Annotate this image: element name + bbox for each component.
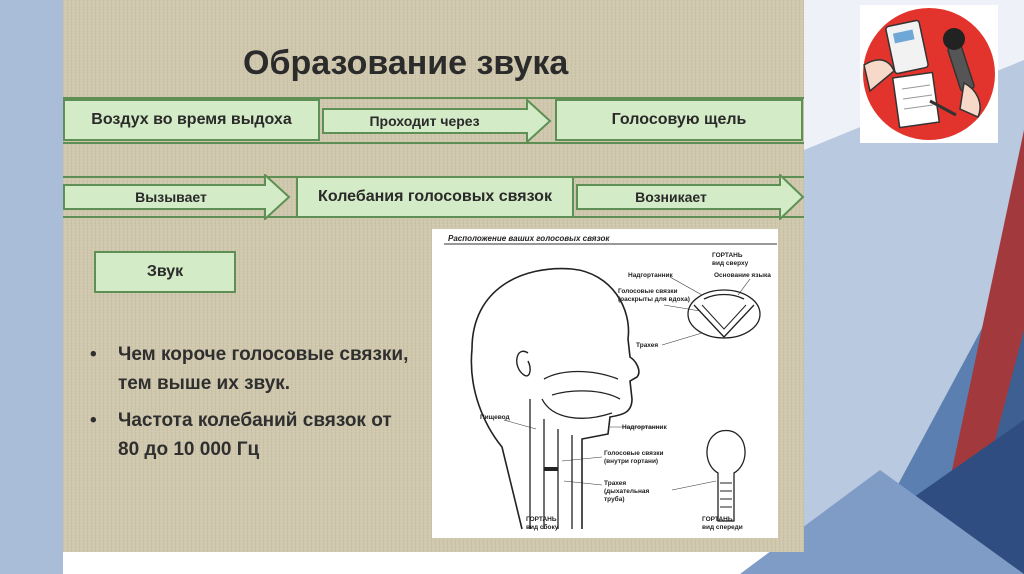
bullet-item-cord-length: • Чем короче голосовые связки, тем выше … xyxy=(88,340,418,398)
causes-label: Вызывает xyxy=(135,189,207,205)
bullet-marker: • xyxy=(90,410,97,431)
label-trachea-tube: Трахея xyxy=(604,480,626,487)
bullet-text: Чем короче голосовые связки, тем выше их… xyxy=(118,344,409,394)
bullet-item-frequency: • Частота колебаний связок от 80 до 10 0… xyxy=(88,406,418,464)
label-trachea-top: Трахея xyxy=(636,342,658,349)
svg-text:вид сверху: вид сверху xyxy=(712,260,749,267)
air-exhale-box: Воздух во время выдоха xyxy=(63,99,320,141)
bullet-text: Частота колебаний связок от 80 до 10 000… xyxy=(118,410,392,460)
vocal-cords-diagram: Расположение ваших голосовых связок xyxy=(432,229,778,538)
causes-arrow xyxy=(63,174,291,220)
svg-text:(дыхательная: (дыхательная xyxy=(604,488,650,495)
arises-arrow xyxy=(576,174,805,220)
journalist-notebook-microphone-icon xyxy=(863,8,995,140)
svg-text:(раскрыты для вдоха): (раскрыты для вдоха) xyxy=(618,296,690,303)
vocal-cord-vibration-box: Колебания голосовых связок xyxy=(296,176,574,218)
svg-text:труба): труба) xyxy=(604,495,624,503)
passes-through-arrow xyxy=(322,99,552,143)
glottis-box: Голосовую щель xyxy=(555,99,803,141)
passes-through-label: Проходит через xyxy=(369,113,480,129)
top-band-line xyxy=(63,97,804,99)
label-larynx-top: ГОРТАНЬ xyxy=(712,252,743,259)
svg-text:вид сбоку: вид сбоку xyxy=(526,523,559,531)
svg-text:вид спереди: вид спереди xyxy=(702,524,743,531)
label-cords-inside: Голосовые связки xyxy=(604,450,663,457)
label-larynx-side: ГОРТАНЬ xyxy=(526,516,557,523)
label-larynx-front: ГОРТАНЬ xyxy=(702,516,733,523)
diagram-heading: Расположение ваших голосовых связок xyxy=(448,234,610,243)
label-esophagus: Пищевод xyxy=(480,414,510,421)
bullet-marker: • xyxy=(90,344,97,365)
slide-title: Образование звука xyxy=(243,44,569,82)
journalist-logo xyxy=(860,5,998,143)
sound-box: Звук xyxy=(94,251,236,293)
top-band-line-bottom xyxy=(63,142,804,144)
label-epiglottis: Надгортанник xyxy=(622,424,668,431)
label-cords-open: Голосовые связки xyxy=(618,288,677,295)
arises-label: Возникает xyxy=(635,189,707,205)
label-epiglottis-top: Надгортанник xyxy=(628,272,674,279)
bullet-list: • Чем короче голосовые связки, тем выше … xyxy=(88,340,418,472)
svg-text:(внутри гортани): (внутри гортани) xyxy=(604,458,658,465)
label-tongue-root: Основание языка xyxy=(714,272,771,279)
